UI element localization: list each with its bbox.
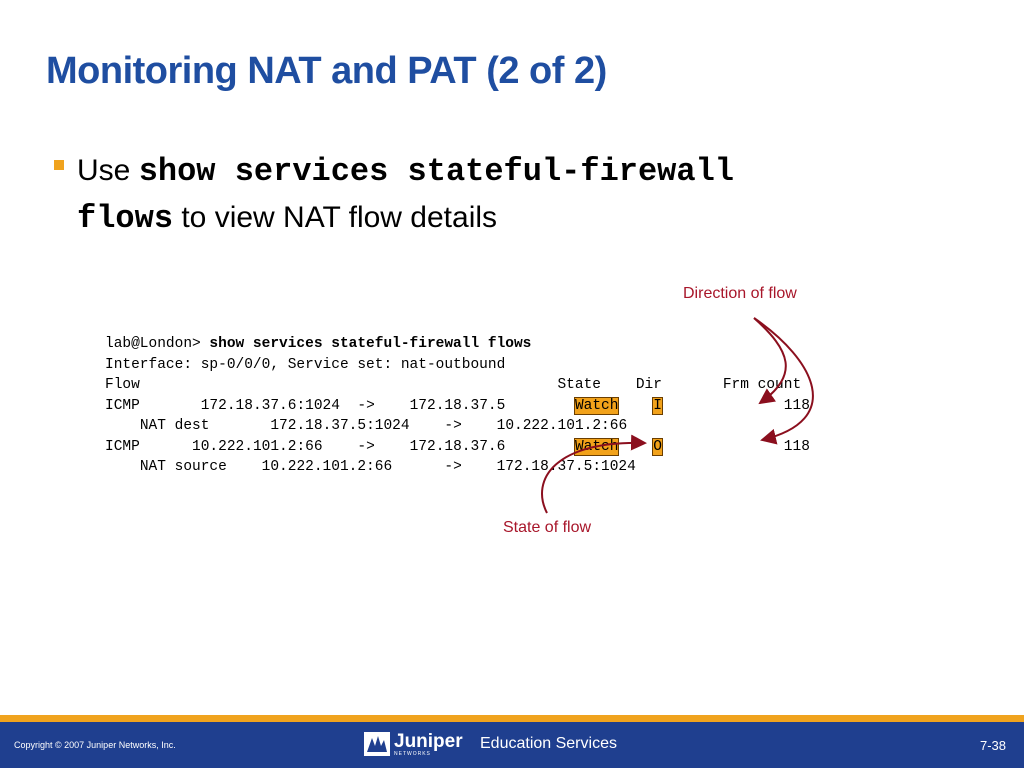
row-2-dir-badge: O (652, 437, 663, 456)
terminal-command: show services stateful-firewall flows (209, 336, 532, 352)
bullet-square-icon (54, 160, 64, 170)
row-2-proto: ICMP (105, 438, 140, 455)
row-1-proto: ICMP (105, 397, 140, 414)
header-flow: Flow (105, 377, 140, 393)
bullet-prefix: Use (77, 154, 139, 187)
row-1-dst: 172.18.37.5 (409, 397, 506, 414)
row-2-nat-arrow: -> (444, 459, 462, 475)
callout-state-of-flow: State of flow (503, 519, 592, 536)
row-2-count: 118 (783, 438, 810, 455)
terminal-prompt: lab@London> (105, 336, 210, 352)
juniper-logo-icon (364, 732, 390, 756)
juniper-logo: Juniper NETWORKS (364, 731, 463, 757)
row-1-arrow: -> (357, 397, 375, 414)
direction-arrow-to-i (753, 317, 787, 405)
row-1-count: 118 (783, 397, 810, 414)
footer-stripe (0, 715, 1024, 722)
row-2-src: 10.222.101.2:66 (192, 438, 323, 455)
state-arrow-to-watch (541, 434, 647, 514)
bullet-text: Use show services stateful-firewall flows… (77, 148, 937, 242)
bullet-command-part2: flows (77, 200, 174, 237)
row-2-nat-label: NAT source (139, 459, 227, 475)
row-2-arrow: -> (357, 438, 375, 455)
direction-arrow-to-o (753, 317, 814, 445)
header-dir: Dir (635, 377, 662, 393)
bullet-suffix: to view NAT flow details (173, 201, 498, 234)
row-1-dir-badge: I (652, 396, 663, 415)
page-number: 7-38 (979, 738, 1006, 753)
slide-title: Monitoring NAT and PAT (2 of 2) (46, 50, 607, 92)
terminal-interface-line: Interface: sp-0/0/0, Service set: nat-ou… (105, 356, 506, 373)
header-state: State (557, 377, 601, 393)
terminal-output: lab@London> show services stateful-firew… (105, 334, 810, 478)
row-1-nat-label: NAT dest (139, 418, 210, 434)
row-2-dst: 172.18.37.6 (409, 438, 506, 455)
row-2-nat-src: 10.222.101.2:66 (261, 459, 393, 475)
education-services-label: Education Services (480, 735, 617, 752)
callout-direction-of-flow: Direction of flow (683, 285, 797, 302)
row-1-nat-dst: 10.222.101.2:66 (496, 418, 628, 434)
footer-bar (0, 715, 1024, 768)
copyright-text: Copyright © 2007 Juniper Networks, Inc. (14, 740, 176, 750)
bullet-command-part1: show services stateful-firewall (138, 153, 734, 190)
row-1-nat-src: 172.18.37.5:1024 (270, 418, 410, 434)
row-1-state-badge: Watch (573, 396, 620, 415)
row-2-nat-dst: 172.18.37.5:1024 (496, 459, 636, 475)
row-1-src: 172.18.37.6:1024 (200, 397, 340, 414)
row-1-nat-arrow: -> (444, 418, 462, 434)
juniper-logo-name: Juniper (394, 731, 463, 752)
juniper-logo-sub: NETWORKS (394, 751, 431, 757)
